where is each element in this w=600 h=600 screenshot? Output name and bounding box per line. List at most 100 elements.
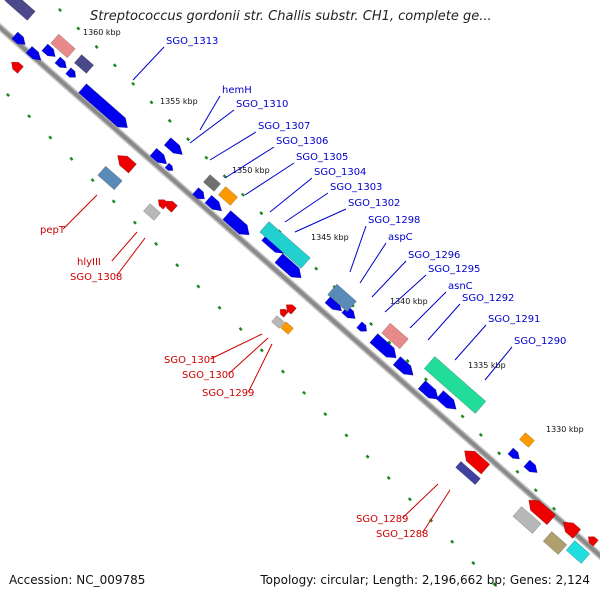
label-leader — [247, 343, 273, 393]
guide-dot — [365, 454, 370, 459]
gene-arrow — [41, 43, 56, 57]
gene-box-dark — [4, 0, 36, 21]
tick-label: 1355 kbp — [160, 97, 198, 106]
guide-dot — [69, 156, 74, 161]
forward-gene — [274, 253, 302, 279]
forward-gene — [392, 356, 414, 376]
gene-arrow — [11, 61, 24, 74]
gene-box — [280, 321, 294, 335]
forward-gene — [163, 137, 183, 155]
gene-box — [143, 203, 161, 221]
label-leader — [111, 231, 138, 262]
forward-gene-label: SGO_1290 — [514, 336, 566, 347]
gene-box — [73, 54, 95, 74]
guide-dot — [112, 63, 117, 68]
gene-box-orange — [280, 321, 294, 335]
forward-gene-label: SGO_1307 — [258, 121, 310, 132]
gene-box-grey — [143, 203, 161, 221]
tick-label: 1350 kbp — [232, 166, 270, 175]
gene-arrow — [204, 194, 223, 212]
reverse-gene-label: SGO_1288 — [376, 529, 428, 540]
guide-dot — [76, 26, 81, 31]
tick-label: 1335 kbp — [468, 361, 506, 370]
gene-box — [50, 33, 76, 59]
reverse-gene — [157, 199, 169, 210]
gene-arrow — [392, 356, 414, 376]
forward-gene — [65, 67, 77, 78]
gene-arrow — [163, 137, 183, 155]
guide-dot — [131, 81, 136, 86]
label-leader — [62, 194, 98, 230]
forward-gene-label: SGO_1298 — [368, 215, 420, 226]
forward-gene-label: SGO_1306 — [276, 136, 328, 147]
label-leader — [228, 337, 269, 375]
guide-dot — [515, 469, 520, 474]
gene-box-pink — [381, 322, 409, 350]
forward-gene — [41, 43, 56, 57]
guide-dot — [302, 390, 307, 395]
guide-dot — [280, 369, 285, 374]
reverse-gene — [587, 536, 599, 547]
forward-gene — [435, 390, 457, 410]
guide-dot — [323, 412, 328, 417]
guide-dot — [471, 561, 476, 566]
gene-arrow — [369, 333, 397, 359]
label-leader — [359, 242, 387, 284]
gene-box-olive — [542, 531, 568, 555]
gene-box-orange — [217, 186, 239, 206]
guide-dot — [48, 135, 53, 140]
label-leader — [384, 274, 427, 313]
gene-arrow — [25, 45, 42, 61]
forward-gene-label: SGO_1310 — [236, 99, 288, 110]
guide-dot — [57, 7, 63, 13]
forward-gene-label: SGO_1296 — [408, 250, 460, 261]
forward-gene — [192, 187, 205, 200]
guide-dot — [369, 321, 374, 327]
reverse-gene — [285, 304, 297, 315]
reverse-gene-label: pepT — [40, 225, 66, 236]
gene-box — [542, 531, 568, 555]
gene-box-steel — [97, 165, 123, 191]
gene-box — [217, 186, 239, 206]
gene-box-dark — [455, 460, 481, 486]
guide-dot — [94, 44, 99, 49]
reverse-gene-label: SGO_1301 — [164, 355, 216, 366]
guide-dot — [196, 284, 201, 289]
label-leader — [132, 46, 165, 81]
forward-gene-label: SGO_1303 — [330, 182, 382, 193]
forward-gene-label: aspC — [388, 232, 413, 243]
gene-arrow — [149, 147, 168, 165]
label-leader — [371, 260, 407, 298]
tick-label: 1345 kbp — [311, 233, 349, 242]
forward-gene-label: asnC — [448, 281, 473, 292]
gene-arrow — [562, 521, 582, 539]
guide-dot — [111, 199, 116, 204]
guide-dot — [259, 211, 264, 216]
label-leader — [244, 162, 295, 196]
forward-gene — [369, 333, 397, 359]
reverse-gene — [528, 499, 556, 526]
forward-gene-label: SGO_1292 — [462, 293, 514, 304]
accession-label: Accession: NC_009785 — [9, 573, 146, 587]
label-leader — [189, 109, 235, 144]
tick-label: 1340 kbp — [390, 297, 428, 306]
gene-box-grey — [203, 174, 221, 192]
gene-box-orange — [519, 432, 535, 448]
gene-box — [381, 322, 409, 350]
gene-arrow — [117, 155, 137, 174]
guide-dot — [5, 92, 11, 98]
guide-dot — [27, 114, 32, 119]
gene-box — [327, 283, 357, 313]
gene-arrow — [11, 31, 26, 45]
guide-dot — [386, 475, 391, 480]
label-leader — [209, 131, 257, 161]
gene-box — [271, 315, 285, 329]
label-leader — [199, 95, 221, 131]
gene-box — [97, 165, 123, 191]
gene-box-pink — [50, 33, 76, 59]
guide-dot — [259, 348, 264, 353]
guide-dot — [175, 263, 180, 268]
gene-box-cyan — [259, 221, 311, 269]
gene-box-steel — [327, 283, 357, 313]
